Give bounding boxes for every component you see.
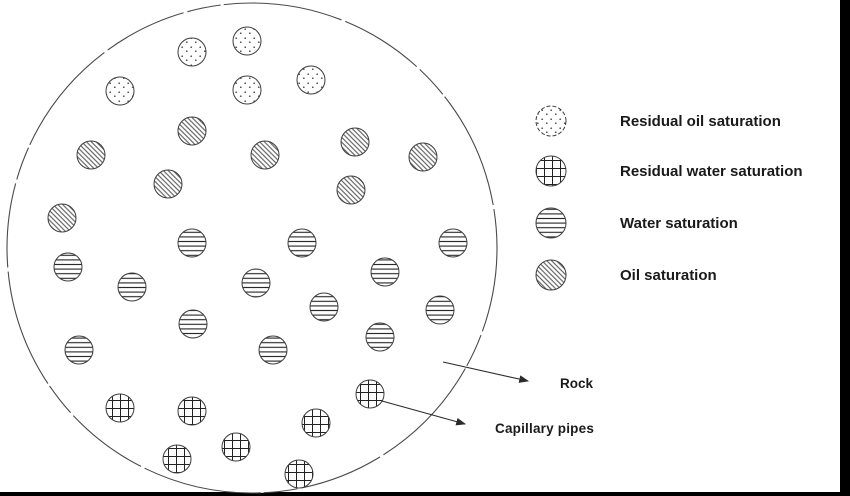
pore-circle-grid	[301, 408, 331, 438]
pore-circle-hlines	[64, 335, 94, 365]
pore-circle-hlines	[365, 322, 395, 352]
capillary-pipes-label: Capillary pipes	[495, 421, 594, 436]
pore-circle-grid	[284, 459, 314, 489]
pore-circle-dots	[105, 76, 135, 106]
legend-item-residual-water: Residual water saturation	[535, 155, 803, 187]
legend-swatch-grid-icon	[535, 155, 567, 187]
pore-circle-dots	[232, 75, 262, 105]
pore-circle-diag	[47, 203, 77, 233]
pore-circle-hlines	[117, 272, 147, 302]
pore-circle-hlines	[425, 295, 455, 325]
pore-circle-hlines	[241, 268, 271, 298]
legend-label: Water saturation	[620, 215, 738, 232]
pore-circle-hlines	[309, 292, 339, 322]
pore-circle-grid	[355, 379, 385, 409]
legend-swatch-hlines-icon	[535, 207, 567, 239]
legend-item-oil: Oil saturation	[535, 259, 717, 291]
pore-circle-dots	[177, 37, 207, 67]
scan-artifact-right-bar	[840, 0, 850, 496]
legend-label: Residual oil saturation	[620, 113, 781, 130]
pore-circle-hlines	[53, 252, 83, 282]
pore-circle-diag	[336, 175, 366, 205]
annotation-rock: Rock	[442, 361, 594, 391]
pore-circle-diag	[408, 142, 438, 172]
pore-circles	[47, 26, 468, 489]
rock-pointer-line	[442, 361, 530, 383]
rock-label: Rock	[560, 376, 594, 391]
capillary-pointer-line	[381, 400, 467, 426]
pore-circle-diag	[340, 127, 370, 157]
legend-swatch-dots-icon	[535, 105, 567, 137]
pore-circle-dots	[296, 65, 326, 95]
legend-label: Oil saturation	[620, 267, 717, 284]
legend-item-residual-oil: Residual oil saturation	[535, 105, 781, 137]
pore-circle-hlines	[287, 228, 317, 258]
pore-circle-hlines	[258, 335, 288, 365]
pore-circle-diag	[250, 140, 280, 170]
pore-circle-hlines	[178, 309, 208, 339]
pore-circle-grid	[221, 432, 251, 462]
rock-boundary-circle	[6, 2, 498, 494]
pore-circle-diag	[177, 116, 207, 146]
legend-label: Residual water saturation	[620, 163, 803, 180]
pore-circle-hlines	[438, 228, 468, 258]
pore-circle-grid	[162, 444, 192, 474]
legend-swatch-diag-icon	[535, 259, 567, 291]
pore-circle-diag	[76, 140, 106, 170]
legend-item-water: Water saturation	[535, 207, 738, 239]
pore-circle-diag	[153, 169, 183, 199]
pore-circle-grid	[105, 393, 135, 423]
scan-artifact-bottom-bar	[0, 492, 850, 496]
pore-circle-hlines	[370, 257, 400, 287]
annotation-capillary-pipes: Capillary pipes	[381, 400, 594, 436]
pore-circle-grid	[177, 396, 207, 426]
pore-circle-dots	[232, 26, 262, 56]
pore-circle-hlines	[177, 228, 207, 258]
legend: Residual oil saturation Residual water s…	[535, 105, 803, 291]
